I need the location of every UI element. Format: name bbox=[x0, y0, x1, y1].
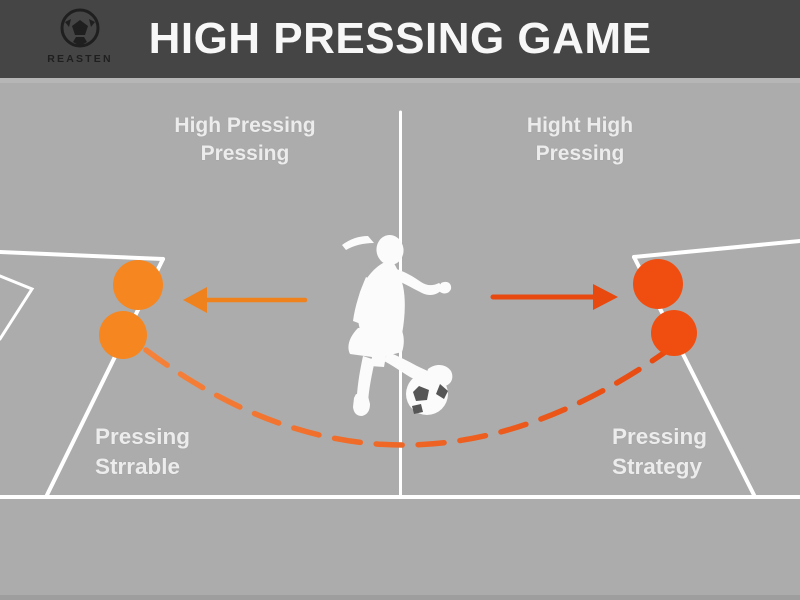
annotation-line: Pressing bbox=[612, 424, 708, 449]
player-hair bbox=[342, 236, 374, 250]
left-penalty-box-top-line bbox=[0, 250, 165, 261]
annotation-line: Hight High bbox=[526, 114, 634, 137]
player-head bbox=[376, 235, 404, 265]
right-press-arrow-head bbox=[593, 284, 618, 310]
player-standing-leg bbox=[355, 356, 375, 406]
ball-patch bbox=[436, 384, 448, 399]
annotation-top-left: High Pressing Pressing bbox=[174, 112, 315, 167]
player-silhouette bbox=[342, 235, 453, 416]
left-press-arrow-head bbox=[183, 287, 207, 313]
logo: REASTEN bbox=[40, 6, 120, 74]
soccer-ball-patches bbox=[412, 384, 448, 414]
header-bar bbox=[0, 0, 800, 78]
right-penalty-box-top-line bbox=[632, 239, 800, 259]
page-title: HIGH PRESSING GAME bbox=[148, 14, 652, 63]
right-player-marker-2 bbox=[651, 310, 697, 356]
annotation-bottom-left: Pressing Strrable bbox=[95, 422, 190, 483]
left-player-marker-1 bbox=[113, 260, 163, 310]
right-press-arrow bbox=[490, 284, 618, 310]
player-left-arm bbox=[353, 277, 373, 324]
soccer-ball-icon bbox=[60, 8, 100, 48]
left-player-markers bbox=[99, 260, 163, 359]
annotation-bottom-right: Pressing Strategy bbox=[612, 422, 707, 483]
left-press-arrow bbox=[183, 287, 308, 313]
annotation-line: Strategy bbox=[612, 454, 703, 480]
player-shorts bbox=[348, 328, 404, 367]
annotation-line: Pressing bbox=[535, 141, 625, 165]
player-standing-foot bbox=[353, 394, 370, 416]
bottom-edge-strip bbox=[0, 595, 800, 600]
player-right-arm bbox=[389, 268, 444, 295]
left-player-marker-2 bbox=[99, 311, 147, 359]
annotation-top-right: Hight High Pressing bbox=[527, 112, 633, 167]
ball-patch bbox=[412, 404, 423, 414]
player-right-hand bbox=[439, 281, 452, 294]
pressing-run-dashed-curve bbox=[143, 347, 671, 448]
annotation-line: High Pressing bbox=[174, 114, 316, 137]
annotation-line: Pressing bbox=[95, 424, 191, 449]
right-player-markers bbox=[633, 259, 697, 356]
annotation-line: Strrable bbox=[95, 454, 181, 480]
ball-patch bbox=[413, 386, 429, 401]
right-player-marker-1 bbox=[633, 259, 683, 309]
annotation-line: Pressing bbox=[200, 141, 290, 165]
left-goal-box-lines bbox=[0, 274, 35, 341]
header-bottom-shade bbox=[0, 78, 800, 83]
brand-text: REASTEN bbox=[47, 53, 113, 65]
